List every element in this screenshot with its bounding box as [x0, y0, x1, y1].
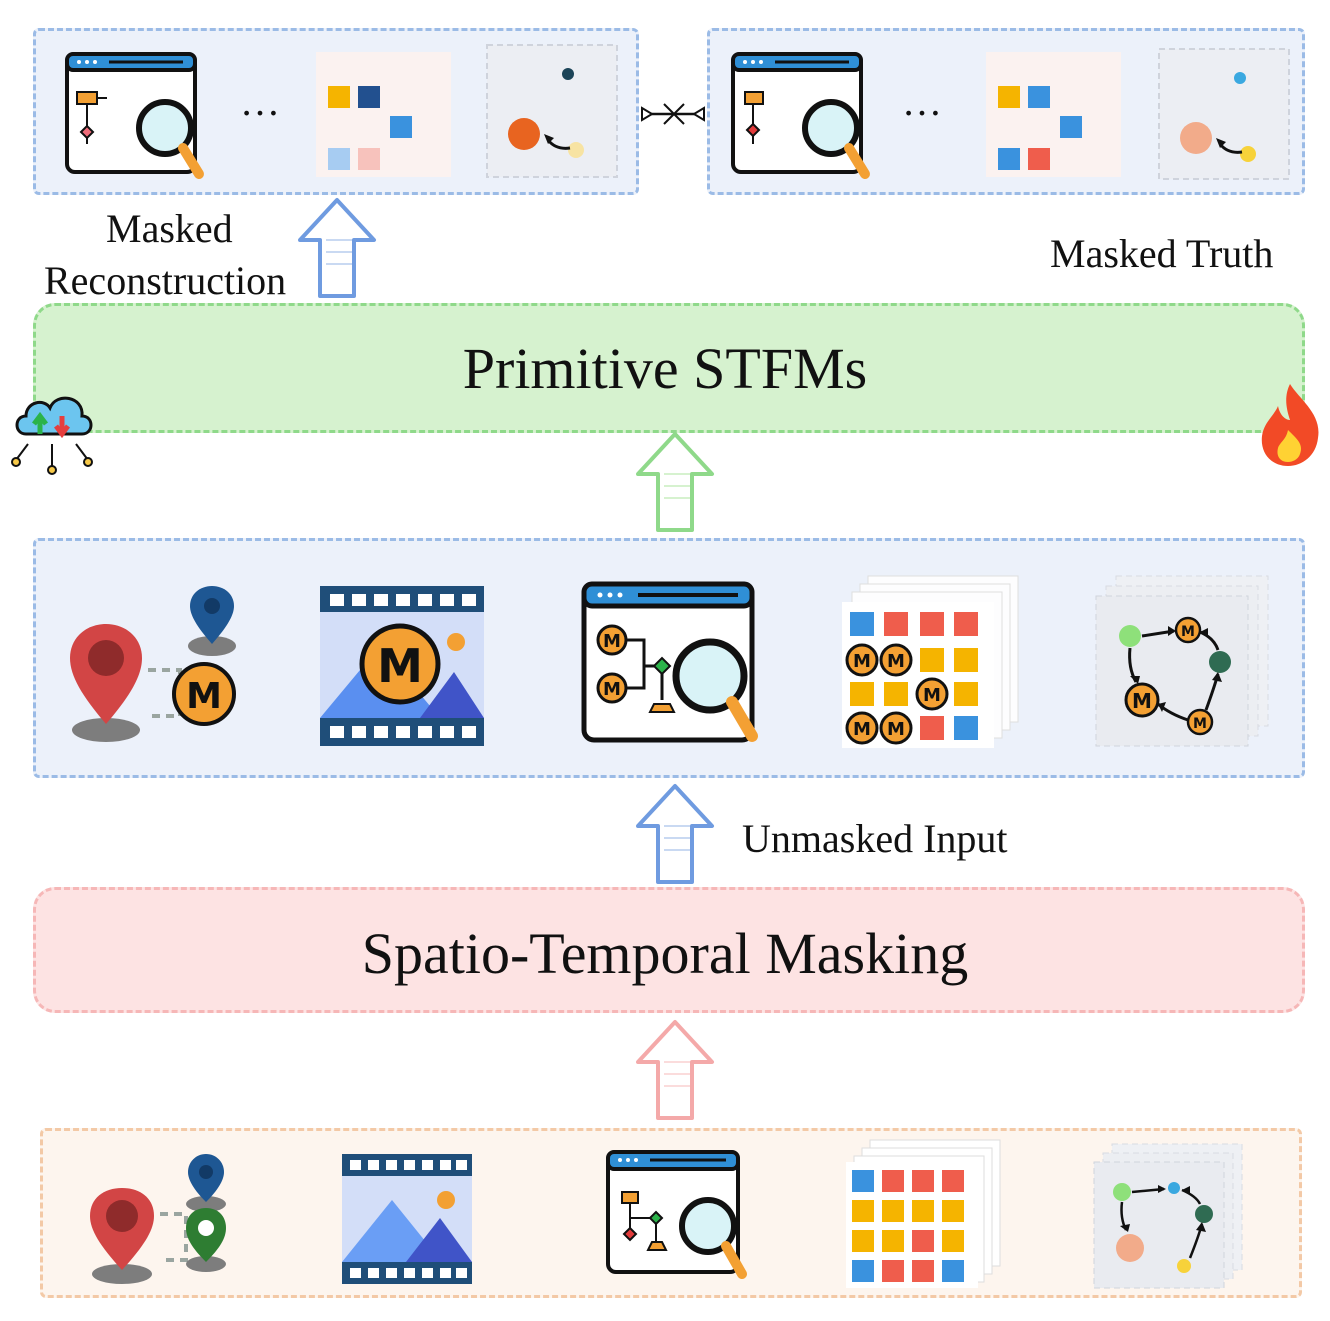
- grid-icon: [986, 52, 1121, 177]
- map-pin-icon: M: [70, 586, 236, 742]
- flowchart-search-icon: [731, 52, 870, 179]
- svg-text:M: M: [603, 679, 621, 700]
- fire-icon: [1261, 384, 1319, 466]
- svg-text:M: M: [1181, 624, 1195, 640]
- masked-reconstruction-label-line1: Masked: [106, 206, 233, 251]
- svg-text:M: M: [887, 651, 905, 672]
- ellipsis: …: [902, 79, 942, 124]
- flowchart-search-icon: [606, 1150, 747, 1279]
- svg-text:M: M: [186, 676, 222, 717]
- up-arrow-icon: [298, 198, 376, 298]
- masked-reconstruction-label-line2: Reconstruction: [44, 258, 287, 303]
- svg-text:M: M: [923, 685, 941, 706]
- svg-text:M: M: [603, 631, 621, 652]
- svg-text:M: M: [887, 719, 905, 740]
- flowchart-search-icon: [65, 52, 204, 179]
- primitive-stfms-band: [33, 303, 1305, 433]
- swap-arrows-icon: [641, 103, 705, 125]
- svg-text:M: M: [377, 639, 423, 693]
- masked-truth-label: Masked Truth: [1050, 231, 1274, 276]
- unmasked-input-label: Unmasked Input: [742, 816, 1008, 861]
- map-pin-icon: [90, 1154, 226, 1284]
- svg-text:M: M: [1132, 689, 1152, 713]
- spatio-temporal-masking-band: [33, 887, 1305, 1013]
- primitive-stfms-title: Primitive STFMs: [462, 336, 868, 401]
- svg-text:M: M: [853, 719, 871, 740]
- grid-stack-icon: M M M M M: [842, 575, 1019, 748]
- graph-cube-icon: M M M: [1095, 575, 1269, 747]
- up-arrow-icon: [636, 432, 714, 532]
- cloud-sync-icon: [11, 396, 93, 475]
- film-frame-icon: M: [320, 586, 484, 746]
- grid-icon: [316, 52, 451, 177]
- up-arrow-icon: [636, 784, 714, 884]
- spatio-temporal-masking-title: Spatio-Temporal Masking: [361, 921, 969, 986]
- grid-stack-icon: [846, 1139, 1001, 1288]
- svg-text:M: M: [1193, 716, 1207, 732]
- up-arrow-icon: [636, 1020, 714, 1120]
- graph-cube-icon: [1158, 48, 1290, 180]
- svg-text:M: M: [853, 651, 871, 672]
- ellipsis: …: [240, 79, 280, 124]
- film-frame-icon: [342, 1154, 472, 1284]
- flowchart-search-icon: M M: [581, 581, 758, 743]
- graph-cube-icon: [486, 44, 618, 178]
- graph-cube-icon: [1093, 1143, 1243, 1289]
